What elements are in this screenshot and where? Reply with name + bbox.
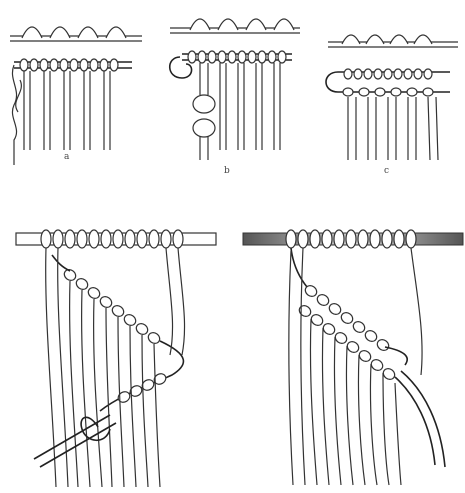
lark-head-knot bbox=[366, 35, 384, 44]
holding-cord bbox=[291, 248, 307, 287]
lark-head-knot bbox=[78, 27, 98, 38]
hanging-cords bbox=[348, 97, 438, 160]
working-cord bbox=[12, 65, 16, 165]
lark-head-knot bbox=[50, 27, 70, 38]
panel-diagonal-left bbox=[0, 215, 225, 493]
working-cord bbox=[40, 423, 116, 467]
lark-head-row bbox=[286, 230, 416, 248]
panel-b: b bbox=[160, 0, 310, 185]
half-hitch-row bbox=[20, 59, 118, 71]
lark-head-knot bbox=[218, 19, 238, 30]
panel-a-illustration bbox=[0, 0, 150, 180]
panel-b-illustration bbox=[160, 0, 310, 185]
panel-b-label: b bbox=[224, 166, 230, 176]
panel-c-label: c bbox=[384, 166, 389, 176]
lark-head-knot bbox=[193, 119, 215, 137]
diagonal-half-hitch-left bbox=[0, 215, 225, 493]
diagonal-half-hitch-row bbox=[62, 267, 162, 345]
half-hitch-row bbox=[344, 69, 432, 79]
hanging-cords bbox=[289, 248, 422, 485]
panel-diagonal-right bbox=[235, 215, 465, 493]
panel-c-illustration bbox=[320, 0, 465, 185]
lark-head-knot bbox=[274, 19, 294, 30]
panel-a: a bbox=[0, 0, 150, 180]
working-cord-loop bbox=[326, 72, 338, 92]
lark-head-knot bbox=[390, 35, 408, 44]
hanging-cords bbox=[24, 71, 110, 150]
lark-head-knot bbox=[193, 95, 215, 113]
lark-head-knot bbox=[106, 27, 126, 38]
lark-head-knot bbox=[22, 27, 42, 38]
lark-head-knot bbox=[246, 19, 266, 30]
half-hitch-row bbox=[188, 51, 286, 63]
lark-head-knot bbox=[414, 35, 432, 44]
holding-cord bbox=[52, 255, 70, 271]
working-cord bbox=[395, 377, 435, 465]
panel-a-label: a bbox=[64, 152, 69, 162]
hanging-cords bbox=[220, 63, 280, 150]
lark-head-knot bbox=[342, 35, 360, 44]
panel-c: c bbox=[320, 0, 465, 185]
lark-head-knot bbox=[190, 19, 210, 30]
diagonal-half-hitch-right bbox=[235, 215, 465, 493]
holding-cord bbox=[385, 347, 407, 365]
